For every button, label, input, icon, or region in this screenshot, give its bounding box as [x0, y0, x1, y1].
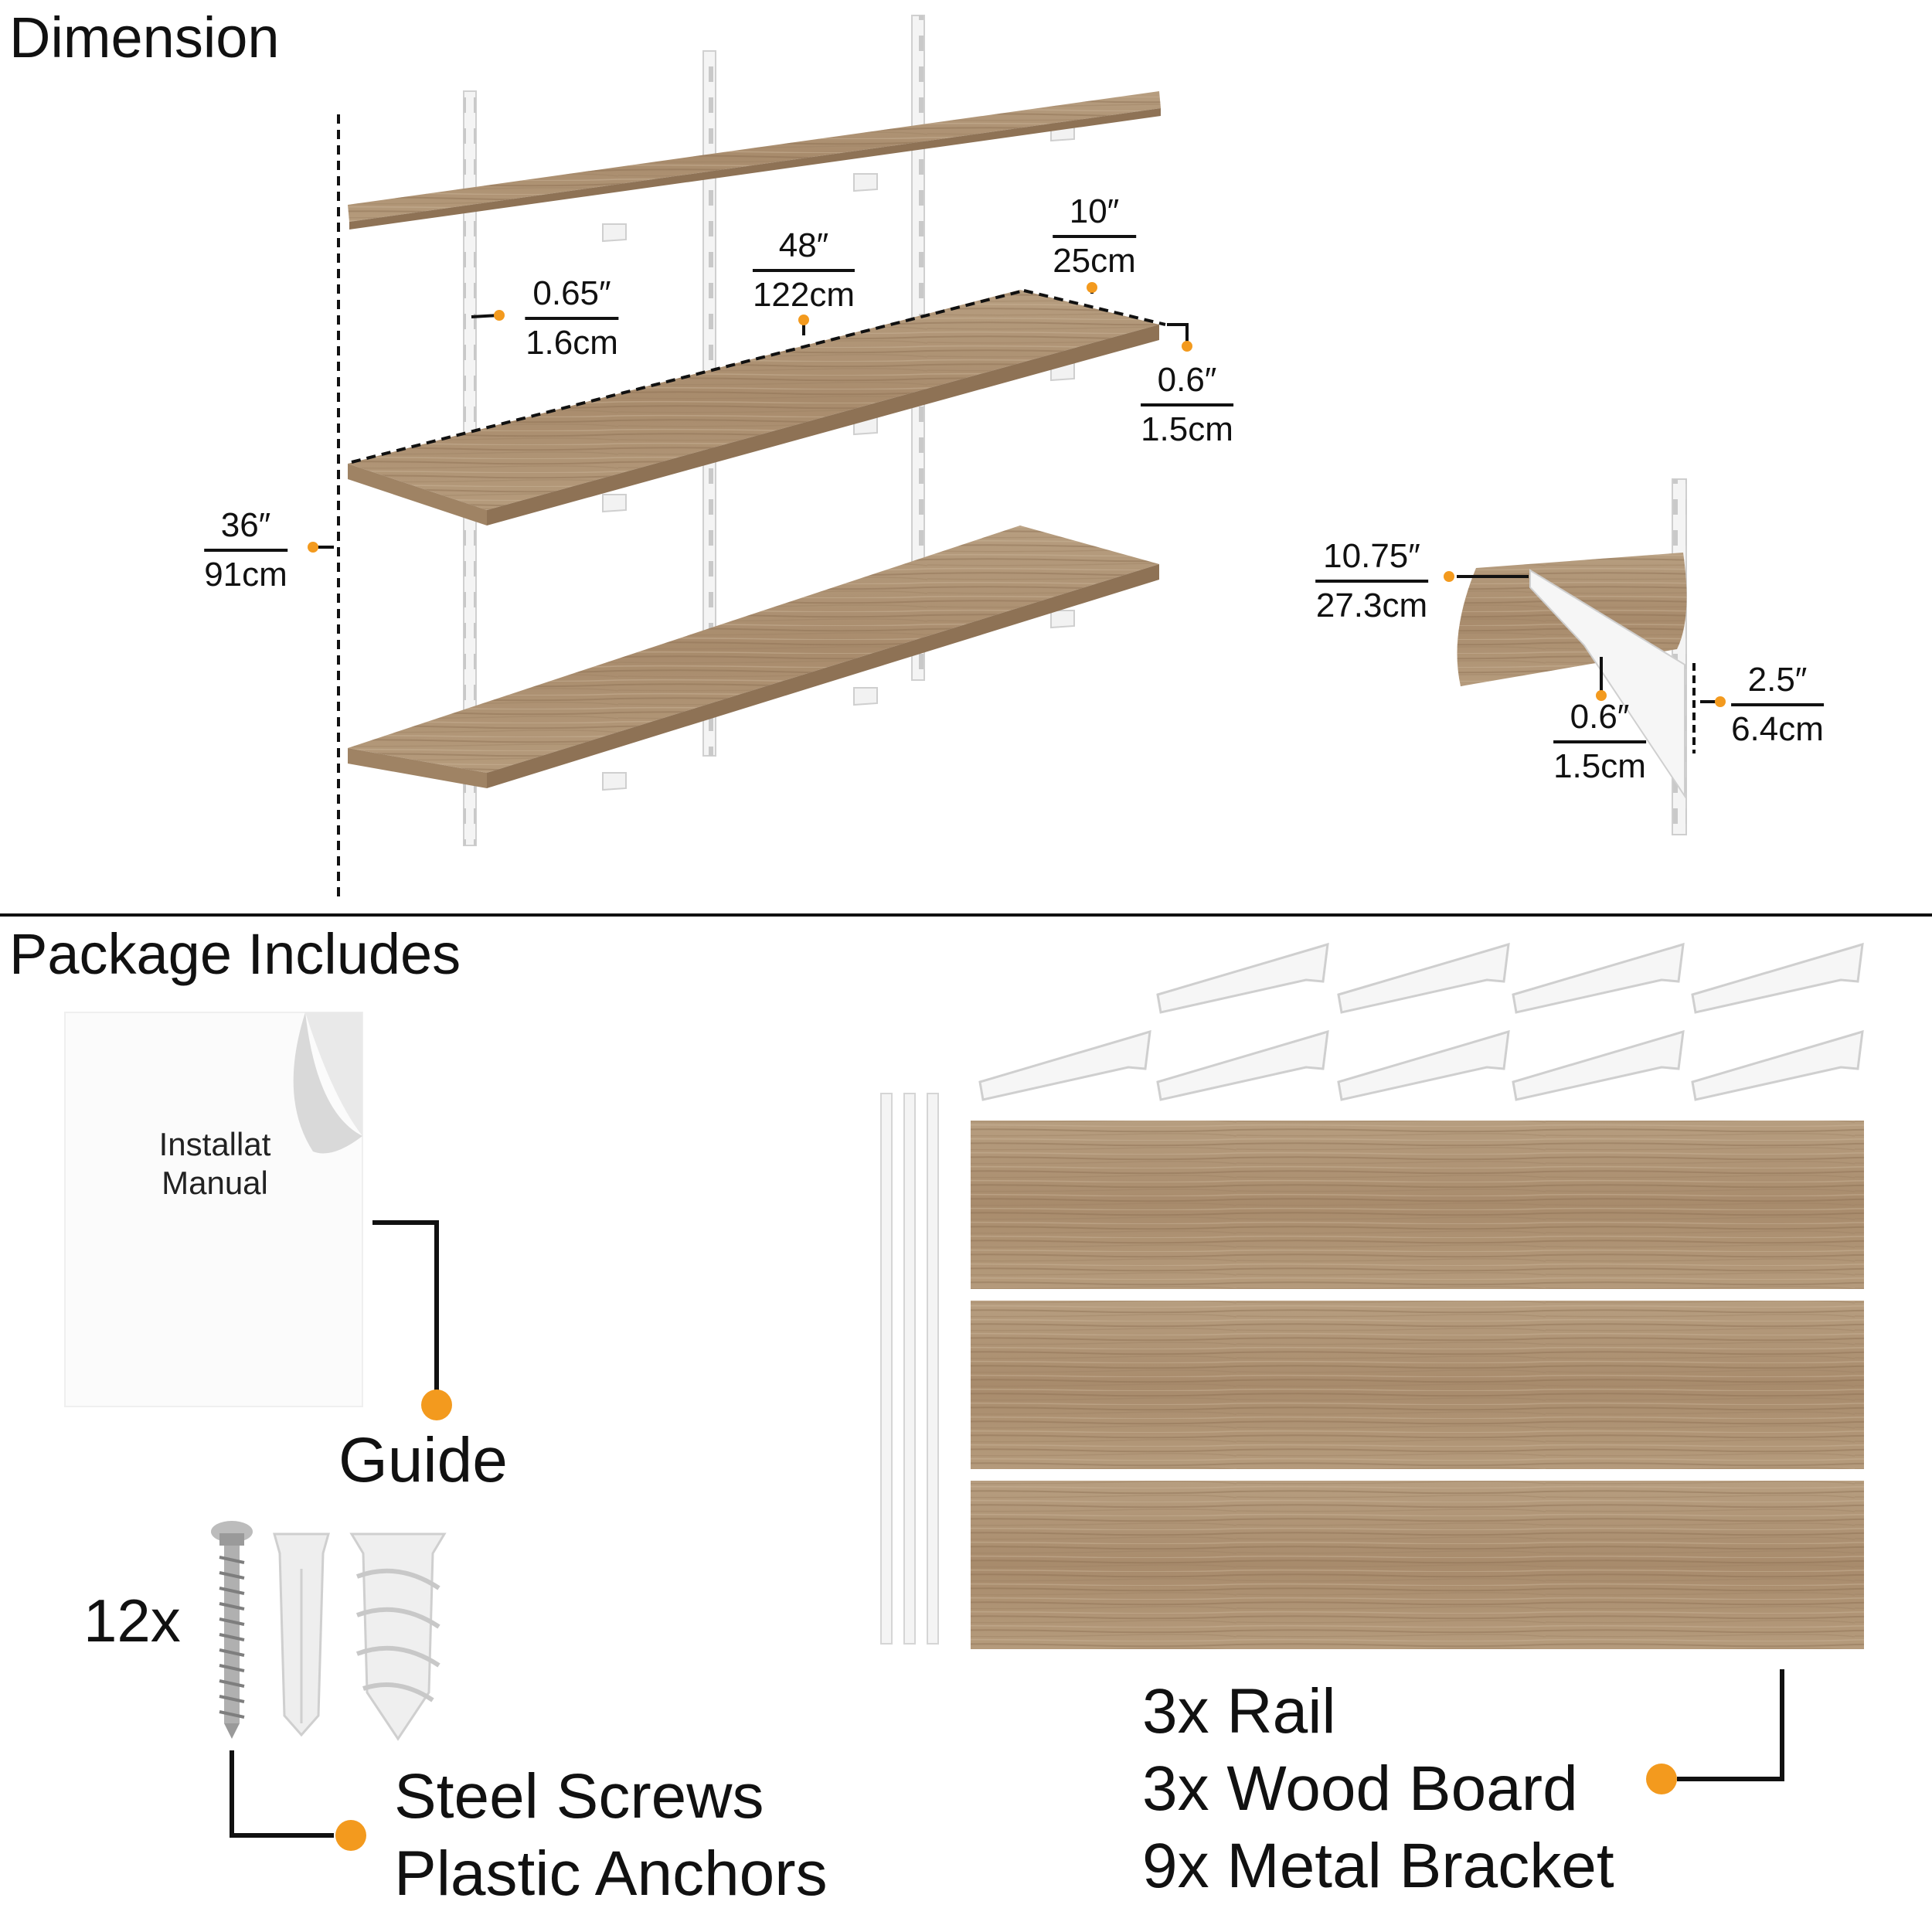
dim-bracket-height: 2.5″ 6.4cm [1731, 661, 1824, 748]
steel-screw [211, 1521, 253, 1739]
dimension-dots [308, 282, 1192, 553]
hardware-label: Steel Screws Plastic Anchors [394, 1761, 828, 1910]
dim-length: 48″ 122cm [752, 226, 855, 314]
dim-side-thickness: 0.6″ 1.5cm [1553, 698, 1646, 785]
brackets-assembled [602, 123, 1075, 791]
dim-height: 36″ 91cm [204, 506, 287, 594]
dimension-title: Dimension [9, 5, 280, 70]
rails-loose [880, 1093, 939, 1645]
guide-label: Guide [338, 1425, 508, 1495]
kit-label: 3x Rail 3x Wood Board 9x Metal Bracket [1142, 1676, 1614, 1902]
kit-leader [1677, 1669, 1784, 1781]
brackets-loose [978, 942, 1864, 1101]
guide-dot [421, 1389, 452, 1420]
manual-leader [372, 1220, 439, 1391]
dim-rail-gap: 0.65″ 1.6cm [525, 274, 619, 362]
hardware-quantity: 12x [83, 1587, 181, 1655]
plastic-anchor [273, 1532, 330, 1737]
package-title: Package Includes [9, 922, 461, 986]
drywall-anchor [349, 1532, 447, 1741]
dim-depth: 10″ 25cm [1053, 192, 1136, 280]
hardware-dot [335, 1820, 366, 1851]
dim-bracket-length: 10.75″ 27.3cm [1315, 537, 1428, 624]
side-detail-guides [1457, 575, 1719, 753]
side-detail-view [1457, 478, 1687, 835]
shelves-assembled [348, 91, 1161, 788]
manual-text: Installat Manual [158, 1126, 271, 1202]
kit-dot [1646, 1764, 1677, 1794]
wood-boards-loose [971, 1121, 1864, 1649]
installation-manual [64, 1012, 363, 1407]
hardware-leader [230, 1750, 334, 1838]
dim-board-thickness: 0.6″ 1.5cm [1141, 361, 1233, 448]
